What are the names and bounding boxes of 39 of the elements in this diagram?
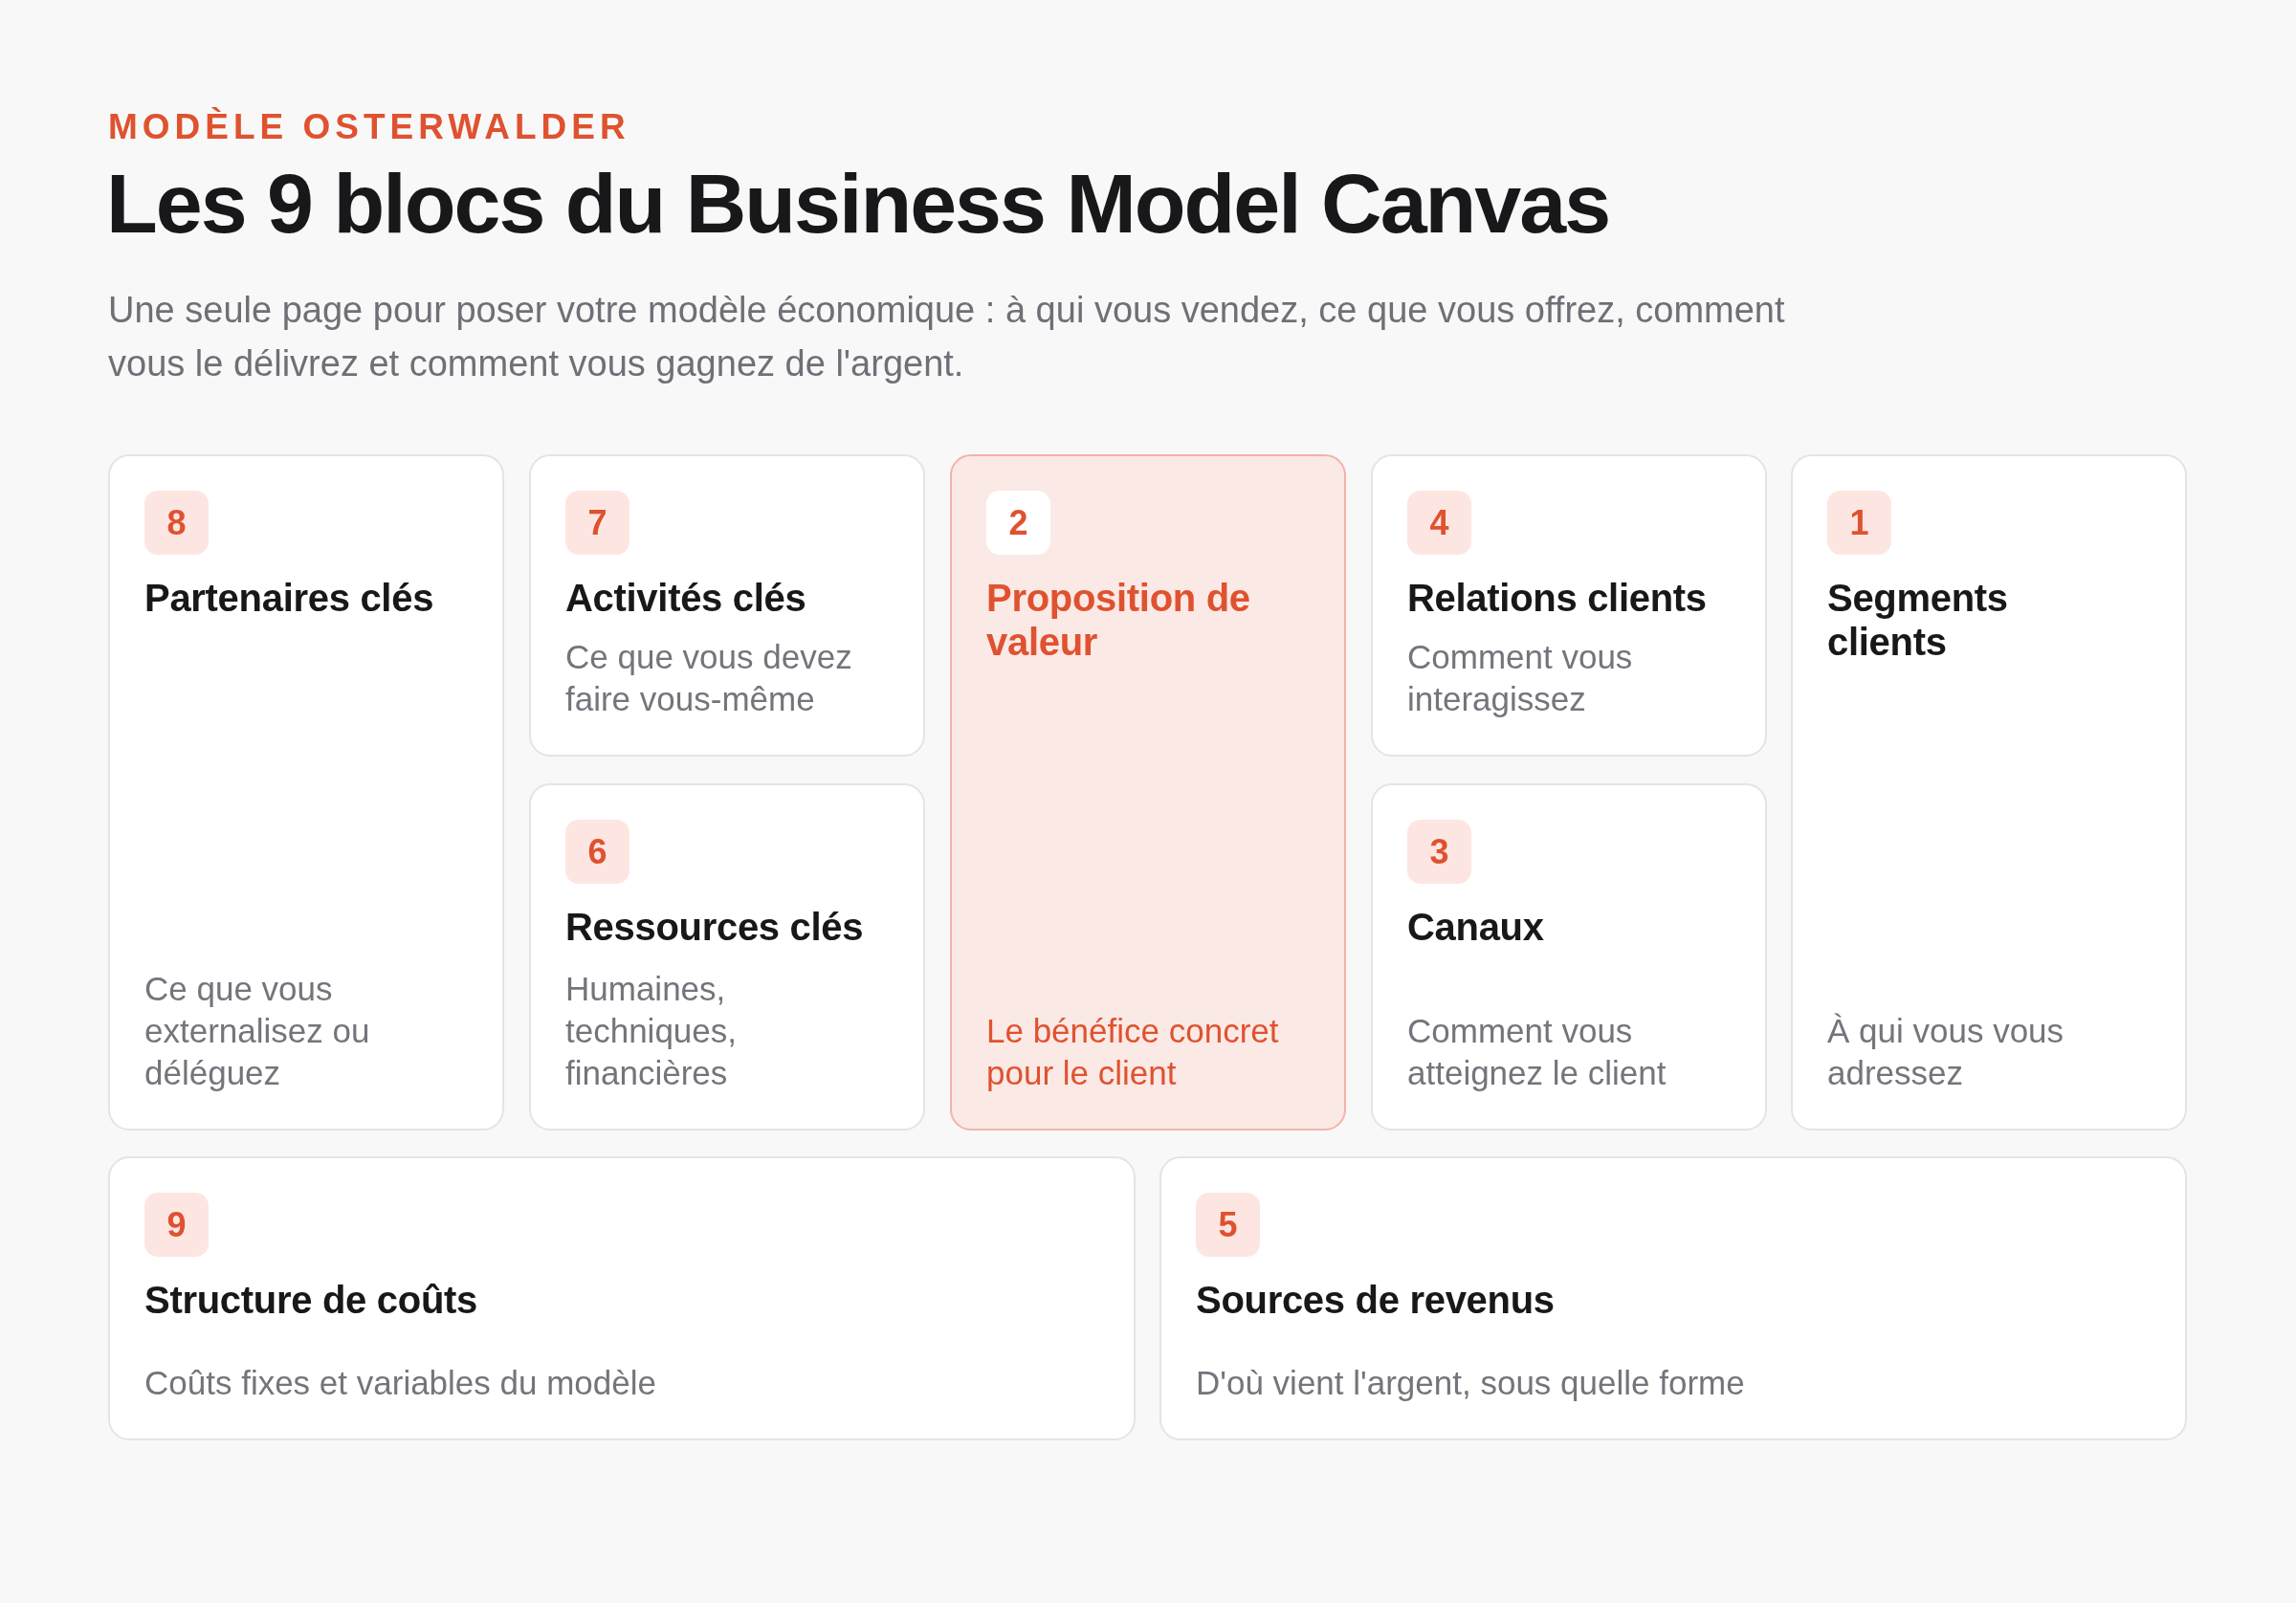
number-badge: 6 (565, 820, 629, 884)
block-heading: Activités clés (565, 576, 807, 620)
block-heading: Proposition de valeur (986, 576, 1251, 664)
block-description: Comment vous interagissez (1407, 637, 1634, 719)
block-heading: Structure de coûts (144, 1278, 478, 1322)
block-heading: Segments clients (1827, 576, 2009, 664)
block-description: Ce que vous externalisez ou déléguez (144, 969, 371, 1093)
canvas-block-card (1791, 454, 2187, 1131)
eyebrow-heading: MODÈLE OSTERWALDER (108, 107, 630, 147)
canvas-block-card (1371, 454, 1767, 757)
canvas-block-card (108, 1156, 1136, 1440)
number-badge: 4 (1407, 491, 1471, 555)
number-badge: 3 (1407, 820, 1471, 884)
canvas-block-card (1371, 783, 1767, 1131)
number-badge: 8 (144, 491, 209, 555)
block-description: D'où vient l'argent, sous quelle forme (1196, 1363, 1746, 1403)
subtitle-text: Une seule page pour poser votre modèle économique : à qui vous vendez, ce que vous offrez, comment vous le délivrez et comment vous gagnez de l'argent. (108, 289, 1786, 385)
number-badge: 5 (1196, 1193, 1260, 1257)
block-description: Le bénéfice concret pour le client (986, 1011, 1280, 1093)
number-badge: 9 (144, 1193, 209, 1257)
block-description: Humaines, techniques, financières (565, 969, 739, 1093)
block-description: À qui vous vous adressez (1827, 1011, 2065, 1093)
block-heading: Canaux (1407, 905, 1545, 949)
canvas-block-card (529, 783, 925, 1131)
block-description: Coûts fixes et variables du modèle (144, 1363, 657, 1403)
block-heading: Partenaires clés (144, 576, 435, 620)
number-badge: 7 (565, 491, 629, 555)
block-description: Ce que vous devez faire vous-même (565, 637, 853, 719)
number-badge: 1 (1827, 491, 1891, 555)
block-heading: Ressources clés (565, 905, 865, 949)
page-title: Les 9 blocs du Business Model Canvas (106, 158, 1610, 251)
canvas-block-card (529, 454, 925, 757)
number-badge: 2 (986, 491, 1050, 555)
block-description: Comment vous atteignez le client (1407, 1011, 1667, 1093)
canvas-block-card (1159, 1156, 2187, 1440)
canvas-block-card (950, 454, 1346, 1131)
block-heading: Relations clients (1407, 576, 1708, 620)
block-heading: Sources de revenus (1196, 1278, 1556, 1322)
canvas-block-card (108, 454, 504, 1131)
